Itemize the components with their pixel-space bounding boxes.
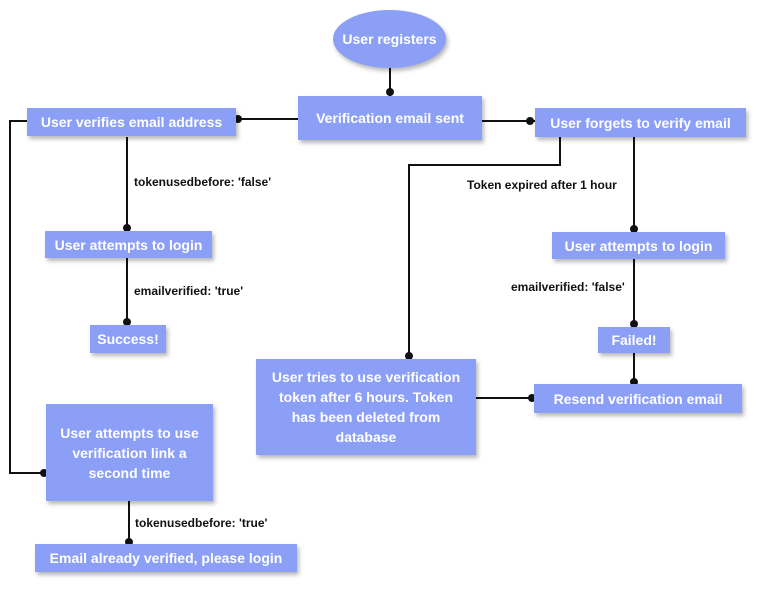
node-left-login-label: User attempts to login	[54, 236, 203, 253]
node-success-label: Success!	[97, 331, 159, 347]
node-verification-email-sent-label: Verification email sent	[316, 110, 464, 126]
node-user-verifies-email: User verifies email address	[27, 108, 236, 136]
connector-dot	[630, 225, 638, 233]
edge-label-tokenused-false: tokenusedbefore: 'false'	[134, 175, 272, 189]
edge-label-tokenused-true: tokenusedbefore: 'true'	[135, 516, 268, 530]
connector-dot	[123, 224, 131, 232]
edge-label-emailverified-false: emailverified: 'false'	[511, 280, 625, 294]
node-user-forgets-verify-label: User forgets to verify email	[550, 114, 731, 131]
node-user-verifies-email-label: User verifies email address	[40, 114, 223, 130]
edge-verifies-to-second-time	[9, 120, 46, 474]
node-success: Success!	[90, 325, 166, 353]
node-right-login-label: User attempts to login	[564, 237, 713, 254]
connector-dot	[630, 320, 638, 328]
edge-forgets-to-tries	[408, 137, 561, 359]
node-tries-use-verification: User tries to use verification token aft…	[256, 359, 476, 455]
node-tries-use-verification-label: User tries to use verification token aft…	[271, 369, 461, 445]
node-left-login: User attempts to login	[45, 231, 212, 258]
node-second-time-label: User attempts to use verification link a…	[60, 424, 199, 481]
edge-label-emailverified-true: emailverified: 'true'	[134, 284, 244, 298]
node-already-verified: Email already verified, please login	[35, 544, 297, 572]
node-second-time: User attempts to use verification link a…	[46, 404, 213, 501]
node-already-verified-label: Email already verified, please login	[49, 550, 283, 566]
node-user-registers-label: User registers	[342, 31, 437, 47]
node-verification-email-sent: Verification email sent	[298, 96, 482, 140]
node-user-forgets-verify: User forgets to verify email	[535, 108, 746, 137]
node-resend-verification-label: Resend verification email	[553, 390, 723, 407]
node-user-registers: User registers	[333, 10, 446, 68]
edge-label-token-expired: Token expired after 1 hour	[467, 178, 617, 192]
node-resend-verification: Resend verification email	[534, 384, 742, 413]
connector-dot	[526, 117, 534, 125]
connector-dot	[234, 115, 242, 123]
connector-dot	[123, 318, 131, 326]
connector-dot	[386, 88, 394, 96]
node-failed-label: Failed!	[611, 332, 657, 348]
node-failed: Failed!	[598, 327, 670, 353]
node-right-login: User attempts to login	[552, 232, 725, 259]
connector-dot	[405, 352, 413, 360]
